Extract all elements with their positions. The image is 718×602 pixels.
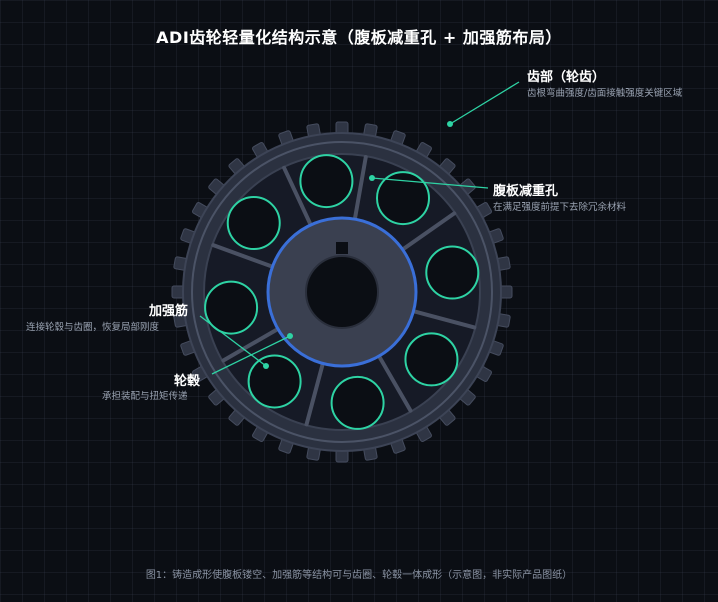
leader-dot-web-holes: [369, 175, 375, 181]
lightening-hole: [375, 171, 430, 226]
gear-teeth: [171, 121, 513, 463]
rib: [402, 211, 457, 251]
rib: [304, 363, 325, 427]
leader-dot-ribs: [263, 363, 269, 369]
leader-hub: [211, 335, 291, 375]
rib: [353, 155, 368, 220]
label-web-holes-description: 在满足强度前提下去除冗余材料: [493, 202, 627, 213]
lightening-hole: [299, 154, 354, 209]
leader-teeth: [449, 81, 520, 125]
diagram-title: ADI齿轮轻量化结构示意（腹板减重孔 + 加强筋布局）: [156, 28, 562, 47]
label-web-holes-heading: 腹板减重孔: [493, 184, 559, 199]
rim-inner-edge: [191, 141, 493, 443]
lightening-hole: [204, 280, 259, 335]
label-teeth-description: 齿根弯曲强度/齿面接触强度关键区域: [527, 88, 683, 99]
rib: [378, 355, 413, 413]
keyway: [336, 242, 348, 254]
label-ribs-description: 连接轮毂与齿圈，恢复局部刚度: [26, 322, 160, 333]
lightening-hole: [247, 354, 302, 409]
figure-caption: 图1：铸造成形使腹板镂空、加强筋等结构可与齿圈、轮毂一体成形（示意图，非实际产品…: [145, 570, 573, 581]
lightening-holes: [204, 154, 480, 430]
leader-dot-teeth: [447, 121, 453, 127]
rib: [211, 243, 273, 269]
rib: [282, 165, 312, 226]
lightening-hole: [226, 196, 281, 251]
label-hub-heading: 轮毂: [173, 374, 200, 389]
shaft-bore: [305, 255, 379, 329]
lightening-hole: [330, 375, 385, 430]
lightening-hole: [404, 332, 459, 387]
label-hub-description: 承担装配与扭矩传递: [102, 391, 188, 402]
reinforcing-ribs: [211, 155, 477, 427]
rib: [221, 328, 279, 363]
rib: [413, 309, 477, 330]
leader-lines: [199, 81, 520, 375]
lightening-hole: [425, 245, 480, 300]
leader-ribs: [199, 315, 267, 367]
leader-web-holes: [371, 177, 489, 189]
label-ribs-heading: 加强筋: [148, 304, 188, 319]
label-teeth-heading: 齿部（轮齿）: [527, 70, 606, 85]
leader-dot-hub: [287, 333, 293, 339]
